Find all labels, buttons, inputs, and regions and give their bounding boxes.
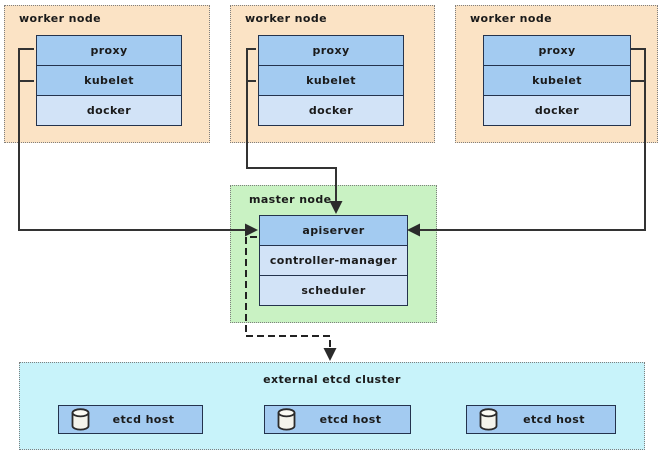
component-apiserver: apiserver (259, 215, 408, 246)
worker-node-3-label: worker node (470, 12, 553, 25)
master-node-label: master node (249, 193, 332, 206)
etcd-host-2: etcd host (264, 405, 411, 434)
arrowhead-down (323, 348, 337, 361)
component-scheduler: scheduler (259, 275, 408, 306)
component-controller-manager: controller-manager (259, 245, 408, 276)
worker-node-3: worker node proxy kubelet docker (455, 5, 658, 143)
component-kubelet: kubelet (483, 65, 631, 96)
database-icon (276, 408, 297, 431)
master-node: master node apiserver controller-manager… (230, 185, 437, 323)
component-docker: docker (483, 95, 631, 126)
worker-node-1-label: worker node (19, 12, 102, 25)
database-icon (478, 408, 499, 431)
component-proxy: proxy (483, 35, 631, 66)
etcd-cluster: external etcd cluster etcd host etcd hos… (19, 362, 645, 450)
etcd-host-label: etcd host (523, 413, 585, 426)
component-proxy: proxy (36, 35, 182, 66)
etcd-host-1: etcd host (58, 405, 203, 434)
etcd-host-3: etcd host (466, 405, 616, 434)
worker-node-1-components: proxy kubelet docker (36, 35, 182, 126)
etcd-host-label: etcd host (319, 413, 382, 426)
component-kubelet: kubelet (36, 65, 182, 96)
worker-node-3-components: proxy kubelet docker (483, 35, 631, 126)
etcd-host-label: etcd host (112, 413, 175, 426)
component-docker: docker (258, 95, 404, 126)
worker-node-1: worker node proxy kubelet docker (4, 5, 210, 143)
component-docker: docker (36, 95, 182, 126)
etcd-cluster-label: external etcd cluster (263, 373, 401, 386)
worker-node-2-components: proxy kubelet docker (258, 35, 404, 126)
worker-node-2-label: worker node (245, 12, 328, 25)
component-proxy: proxy (258, 35, 404, 66)
component-kubelet: kubelet (258, 65, 404, 96)
master-node-components: apiserver controller-manager scheduler (259, 215, 408, 306)
worker-node-2: worker node proxy kubelet docker (230, 5, 435, 143)
database-icon (70, 408, 91, 431)
